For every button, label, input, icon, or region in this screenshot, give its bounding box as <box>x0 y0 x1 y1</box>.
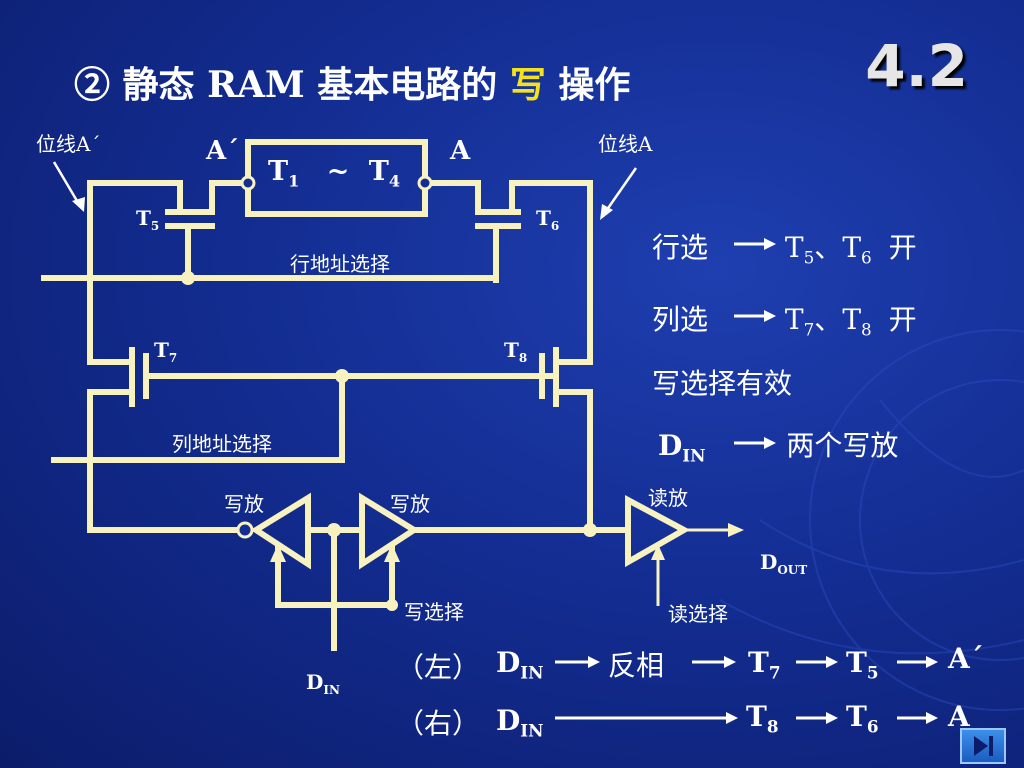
t5-drain <box>87 180 183 215</box>
write-amp-right <box>359 492 420 570</box>
right-path-din: DIN <box>496 704 544 741</box>
title-highlight: 写 <box>509 64 546 106</box>
col-address-label: 列地址选择 <box>172 432 272 456</box>
bitline-left-label: 位线A´ <box>36 132 101 156</box>
write-amp-left-label: 写放 <box>224 492 264 516</box>
read-select-label: 读选择 <box>668 602 728 626</box>
row-address-label: 行地址选择 <box>290 252 390 276</box>
write-select-line <box>275 545 395 608</box>
left-path-end: A´ <box>948 642 984 675</box>
slide-title: ② 静态 RAM 基本电路的 写 操作 <box>74 56 630 108</box>
cell-label: T1 ~ T4 <box>268 156 401 191</box>
left-path-invert: 反相 <box>608 649 665 682</box>
t6-source <box>509 180 593 215</box>
dout-label: DOUT <box>760 550 808 577</box>
t8-label: T8 <box>504 338 528 365</box>
right-path-side: （右） <box>396 707 481 740</box>
t6-drain <box>422 180 481 215</box>
t5-label: T5 <box>136 206 160 233</box>
read-select-arrow <box>651 544 665 560</box>
node-left-label: A´ <box>206 136 240 166</box>
right-bit-line-lower <box>553 389 593 533</box>
right-path-t6: T6 <box>846 700 879 737</box>
node-right-label: A <box>450 136 471 166</box>
left-path-t7: T7 <box>748 646 781 683</box>
t7-label: T7 <box>154 338 178 365</box>
title-prefix: ② 静态 RAM 基本电路的 <box>74 64 498 106</box>
next-page-icon <box>974 736 993 756</box>
right-bit-line <box>553 180 593 365</box>
col-select-note: 列选 T7、T8 开 <box>652 303 917 340</box>
write-select-label: 写选择 <box>404 600 464 624</box>
section-number: 4.2 <box>865 32 968 100</box>
bitline-right-label: 位线A <box>598 132 653 156</box>
left-path-side: （左） <box>396 651 481 684</box>
t6-label: T6 <box>536 206 560 233</box>
din-label: DIN <box>306 670 340 697</box>
row-select-note: 行选 T5、T6 开 <box>652 231 917 268</box>
write-select-valid-note: 写选择有效 <box>652 367 793 400</box>
col-address-line <box>51 373 345 463</box>
left-path-t5: T5 <box>846 646 879 683</box>
right-path-t8: T8 <box>746 700 779 737</box>
din-note: DIN 两个写放 <box>658 429 899 466</box>
left-bit-line <box>87 180 135 365</box>
left-path-din: DIN <box>496 646 544 683</box>
read-amp-label: 读放 <box>648 486 688 510</box>
write-select-arrow-left <box>270 544 286 562</box>
t5-source <box>209 180 251 215</box>
next-page-button[interactable] <box>960 728 1006 764</box>
title-suffix: 操作 <box>558 64 631 106</box>
right-path-end: A <box>948 700 970 733</box>
write-select-arrow-right <box>384 544 400 562</box>
dout-arrow <box>728 523 744 537</box>
write-amp-right-label: 写放 <box>390 492 430 516</box>
